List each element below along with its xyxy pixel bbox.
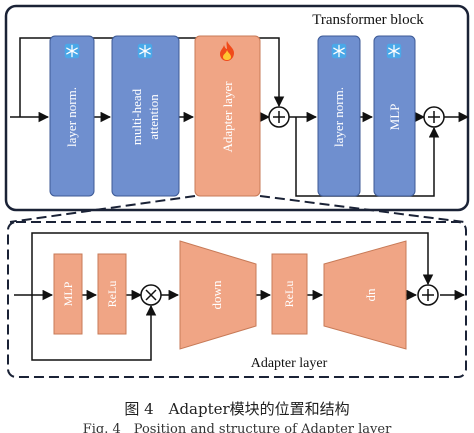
adapter-relu-block-1 — [97, 253, 127, 335]
adapter-relu-label-2: ReLu — [282, 281, 296, 308]
down-projection-label: down — [209, 280, 224, 309]
transformer-block-title: Transformer block — [312, 12, 424, 28]
mlp-block — [373, 35, 416, 197]
plus-icon — [273, 111, 285, 123]
attention-label-line2: attention — [146, 94, 161, 140]
snowflake-icon — [331, 43, 347, 59]
layer-norm-block-1 — [49, 35, 95, 197]
adapter-residual-connection — [31, 232, 434, 295]
zoom-connector-left — [9, 195, 196, 223]
snowflake-icon — [137, 43, 153, 59]
gate-branch-connection — [31, 295, 157, 361]
layer-norm-label-2: layer norm. — [331, 87, 346, 147]
attention-label-line1: multi-head — [129, 88, 144, 145]
snowflake-icon — [64, 43, 80, 59]
multi-head-attention-block — [111, 35, 180, 197]
multiply-icon — [145, 289, 157, 301]
residual-connection-2 — [295, 117, 440, 197]
figure-caption-english: Fig. 4 Position and structure of Adapter… — [82, 422, 392, 433]
snowflake-icon — [386, 43, 402, 59]
adapter-relu-label-1: ReLu — [105, 281, 119, 308]
figure-caption-chinese: 图 4 Adapter模块的位置和结构 — [124, 400, 350, 418]
mlp-label: MLP — [387, 104, 402, 131]
layer-norm-label-1: layer norm. — [64, 87, 79, 147]
adapter-detail-title: Adapter layer — [251, 356, 328, 371]
plus-icon — [422, 289, 434, 301]
zoom-connector-right — [259, 195, 465, 223]
layer-norm-block-2 — [317, 35, 361, 197]
adapter-mlp-label: MLP — [61, 281, 75, 306]
adapter-layer-label: Adapter layer — [220, 81, 235, 153]
adapter-relu-block-2 — [271, 253, 308, 335]
fire-icon — [220, 41, 234, 61]
plus-icon — [428, 111, 440, 123]
adapter-mlp-block — [53, 253, 83, 335]
down-projection-block — [179, 240, 257, 350]
up-projection-block — [323, 240, 407, 350]
up-projection-label: up — [366, 289, 381, 302]
adapter-layer-block — [194, 35, 261, 197]
